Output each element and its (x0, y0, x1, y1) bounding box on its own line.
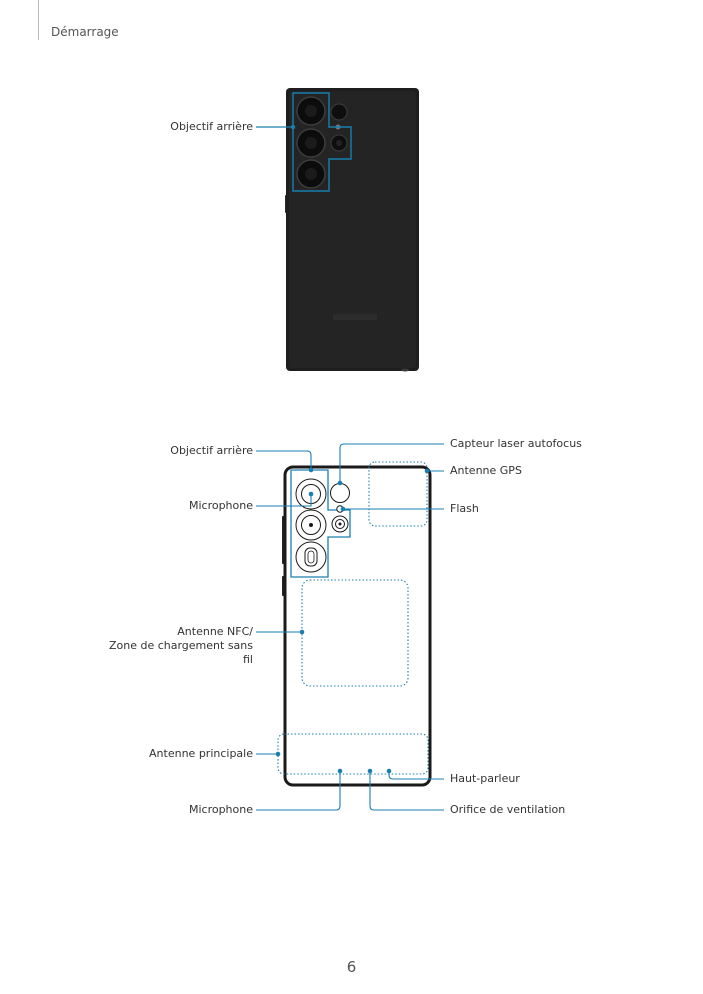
label-microphone-bottom: Microphone (188, 803, 253, 816)
label-main-antenna: Antenne principale (149, 747, 253, 760)
label-gps-antenna: Antenne GPS (450, 464, 522, 477)
label-flash: Flash (450, 502, 479, 515)
phone-back-diagram (277, 461, 432, 787)
label-laser-autofocus: Capteur laser autofocus (450, 437, 582, 450)
header-rule (38, 0, 39, 40)
leader-lines (256, 443, 444, 811)
label-speaker: Haut-parleur (450, 772, 520, 785)
rear-camera-lenses-top (296, 96, 348, 189)
phone-back-photo (256, 88, 419, 372)
label-microphone-top: Microphone (188, 499, 253, 512)
label-nfc-line1: Antenne NFC/ (177, 625, 253, 638)
label-nfc-antenna: Antenne NFC/ Zone de chargement sans fil (109, 625, 253, 667)
label-nfc-line2: Zone de chargement sans (108, 639, 253, 652)
page-number: 6 (346, 958, 357, 976)
label-rear-camera-top: Objectif arrière (170, 120, 253, 133)
label-nfc-line3: fil (243, 653, 253, 666)
section-title: Démarrage (51, 25, 119, 39)
leader-dots (275, 467, 430, 774)
label-rear-camera: Objectif arrière (170, 444, 253, 457)
label-vent: Orifice de ventilation (450, 803, 566, 816)
